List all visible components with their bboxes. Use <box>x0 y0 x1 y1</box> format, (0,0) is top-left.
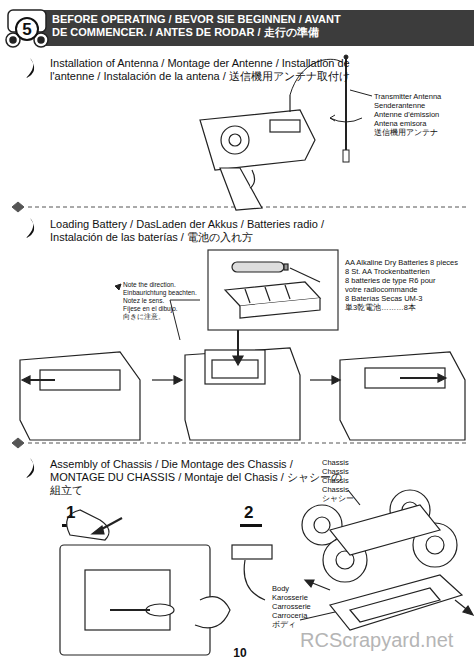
node-text: 5 <box>22 21 31 38</box>
part-name: Chassis <box>322 485 382 494</box>
part-name: Karosserie <box>272 593 342 602</box>
part-name: 8 St. AA Trockenbatterien <box>345 267 473 276</box>
part-name: Transmitter Antenna <box>374 92 474 101</box>
part-name: Carrosserie <box>272 602 342 611</box>
section-heading: Assembly of Chassis / Die Montage des Ch… <box>50 458 350 498</box>
part-name: Antenne d'émission <box>374 110 474 119</box>
battery-holder <box>208 250 338 330</box>
note-text: Fíjese en el dibujo. <box>123 305 223 313</box>
part-name: 送信機用アンテナ <box>374 128 474 137</box>
part-name: 8 Baterías Secas UM-3 <box>345 294 473 303</box>
section-heading: Loading Battery / DasLaden der Akkus / B… <box>50 218 350 244</box>
step-number-circle: 5 <box>15 17 39 41</box>
page-number: 10 <box>225 646 255 660</box>
part-name: 8 batteries de type R6 pour votre radioc… <box>345 276 453 294</box>
step-number: 1 <box>66 503 86 523</box>
screw-step <box>232 545 272 600</box>
part-name: Chassis <box>322 458 382 467</box>
transmitter-bottom <box>20 330 465 440</box>
transmitter-drawing <box>200 95 315 210</box>
header-band <box>40 10 474 46</box>
note-text: Note the direction. <box>123 281 223 289</box>
part-name: Chassis <box>322 476 382 485</box>
part-name: 単3乾電池………8本 <box>345 303 473 312</box>
truck-drawing <box>300 490 473 630</box>
part-name: Carrocería <box>272 611 342 620</box>
part-name: Senderantenne <box>374 101 474 110</box>
screwdriver-step <box>60 510 230 655</box>
part-name: シャシー <box>322 494 382 503</box>
part-name: AA Alkaline Dry Batteries 8 pieces <box>345 258 473 267</box>
note-text: Notez le sens. <box>123 297 223 305</box>
part-name: Antena emisora <box>374 119 474 128</box>
section-heading: Installation of Antenna / Montage der An… <box>50 57 350 83</box>
note-text: 向きに注意。 <box>123 313 223 321</box>
step-number: 2 <box>244 503 264 523</box>
car-icon <box>6 10 48 47</box>
part-name: Body <box>272 584 342 593</box>
page-title: BEFORE OPERATING / BEVOR SIE BEGINNEN / … <box>52 13 352 39</box>
part-name: ボディ <box>272 620 342 629</box>
part-name: Chassis <box>322 467 382 476</box>
section-divider <box>12 202 468 448</box>
note-text: Einbaurichtung beachten. <box>123 289 223 297</box>
watermark: RCScrapyard.net <box>300 628 474 652</box>
